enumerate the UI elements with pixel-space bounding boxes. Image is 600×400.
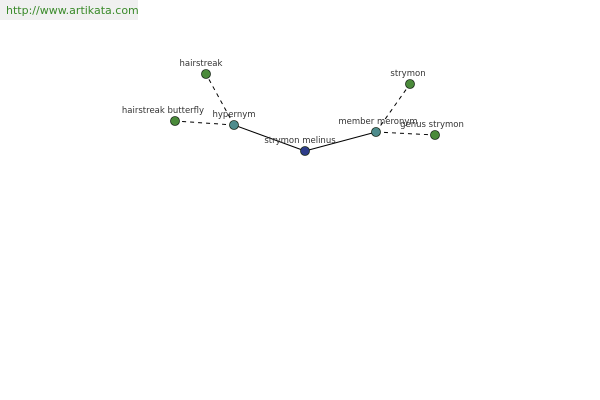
edge-hypernym-to-hairstreak (205, 73, 235, 126)
node-label-hairstreak-butterfly[interactable]: hairstreak butterfly (122, 106, 204, 116)
node-label-center[interactable]: strymon melinus (264, 136, 336, 146)
node-strymon[interactable] (405, 79, 415, 89)
site-banner: http://www.artikata.com (0, 0, 139, 20)
edge-member-meronym-to-strymon (375, 83, 411, 133)
node-label-genus-strymon[interactable]: genus strymon (400, 120, 464, 130)
node-genus-strymon[interactable] (430, 130, 440, 140)
node-label-hairstreak[interactable]: hairstreak (180, 59, 223, 69)
nodes-layer (170, 69, 440, 156)
node-label-strymon[interactable]: strymon (390, 69, 425, 79)
node-hairstreak[interactable] (201, 69, 211, 79)
node-center[interactable] (300, 146, 310, 156)
edge-center-to-member-meronym (304, 131, 377, 152)
edge-hypernym-to-hairstreak-butterfly (174, 120, 235, 126)
node-label-member-meronym[interactable]: member meronym (338, 117, 417, 127)
node-hairstreak-butterfly[interactable] (170, 116, 180, 126)
node-label-hypernym[interactable]: hypernym (212, 110, 255, 120)
site-url-link[interactable]: http://www.artikata.com (6, 4, 139, 17)
labels-layer: strymon melinus hypernym member meronym hai… (122, 59, 464, 146)
node-hypernym[interactable] (229, 120, 239, 130)
edge-member-meronym-to-genus-strymon (375, 131, 436, 136)
node-member-meronym[interactable] (371, 127, 381, 137)
edges-layer (174, 73, 436, 152)
edge-center-to-hypernym (233, 124, 306, 152)
